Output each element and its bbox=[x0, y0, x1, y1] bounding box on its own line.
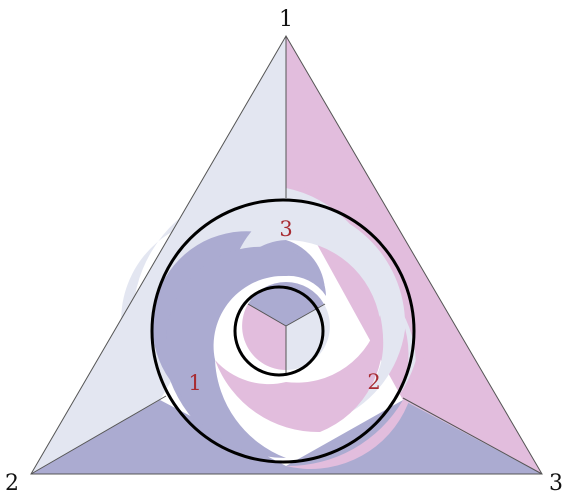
region-label-1: 1 bbox=[188, 371, 201, 395]
region-label-3: 3 bbox=[279, 217, 292, 241]
region-label-2: 2 bbox=[367, 370, 380, 394]
vertex-label-top: 1 bbox=[279, 7, 293, 32]
vertex-label-bottom-left: 2 bbox=[5, 471, 19, 494]
vertex-label-bottom-right: 3 bbox=[549, 471, 563, 494]
